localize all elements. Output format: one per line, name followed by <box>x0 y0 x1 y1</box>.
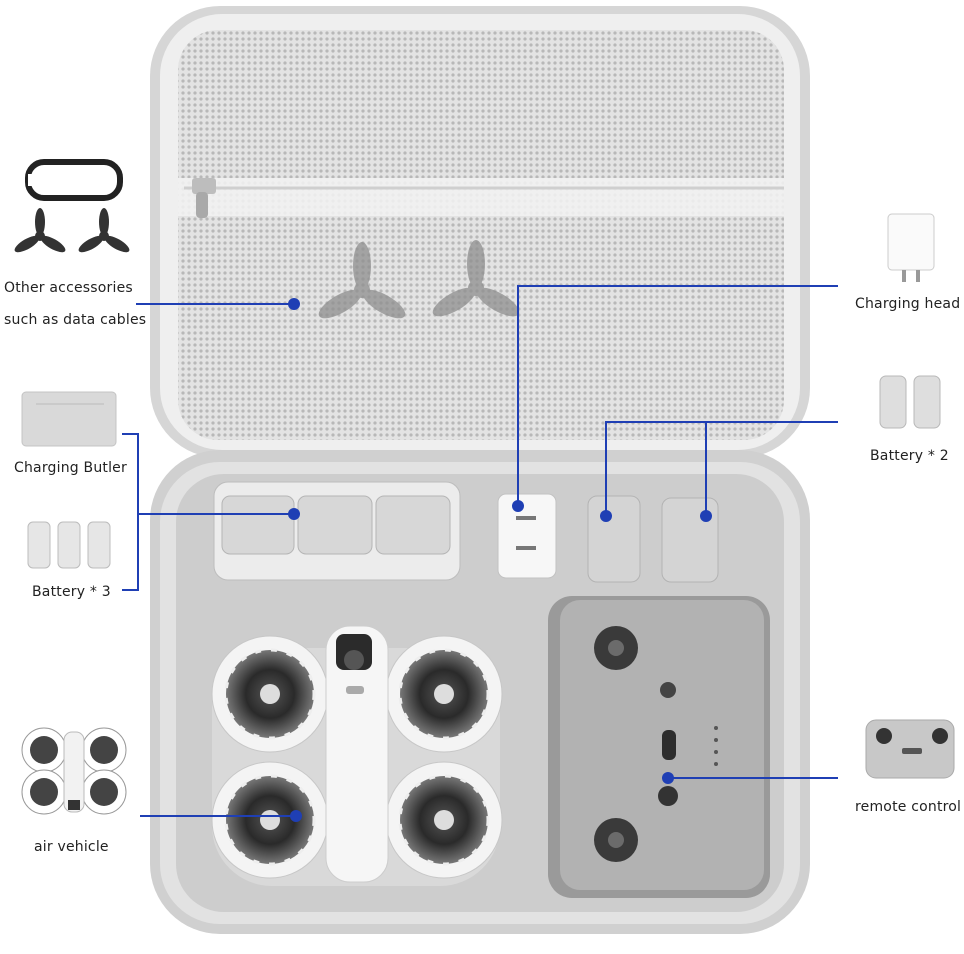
air-vehicle-label: air vehicle <box>34 839 109 855</box>
battery-3-label: Battery * 3 <box>32 584 111 600</box>
battery-2-thumb <box>879 375 941 429</box>
data-cable-thumb <box>25 159 123 201</box>
remote-control-thumb <box>865 719 955 779</box>
drone-in-case <box>211 625 503 886</box>
charging-head-in-case <box>497 493 557 579</box>
charging-head-label: Charging head <box>855 296 961 312</box>
battery-2-label: Battery * 2 <box>870 448 949 464</box>
remote-control-label: remote control <box>855 799 962 815</box>
other-accessories-label-line2: such as data cables <box>4 312 147 328</box>
propeller-thumb-2 <box>78 208 130 253</box>
lid-propellers <box>318 240 520 319</box>
other-accessories-label-line1: Other accessories <box>4 280 133 296</box>
case-lid <box>150 6 810 458</box>
battery-3-thumb <box>27 521 111 569</box>
charging-head-thumb <box>887 213 935 282</box>
charging-butler-in-case <box>213 481 461 581</box>
charging-butler-thumb <box>21 391 117 447</box>
callout-dots <box>288 298 712 822</box>
propeller-thumb-1 <box>14 208 66 253</box>
air-vehicle-thumb <box>21 727 127 815</box>
callout-lines <box>122 285 838 817</box>
remote-control-in-case <box>548 596 770 898</box>
charging-butler-label: Charging Butler <box>14 460 127 476</box>
